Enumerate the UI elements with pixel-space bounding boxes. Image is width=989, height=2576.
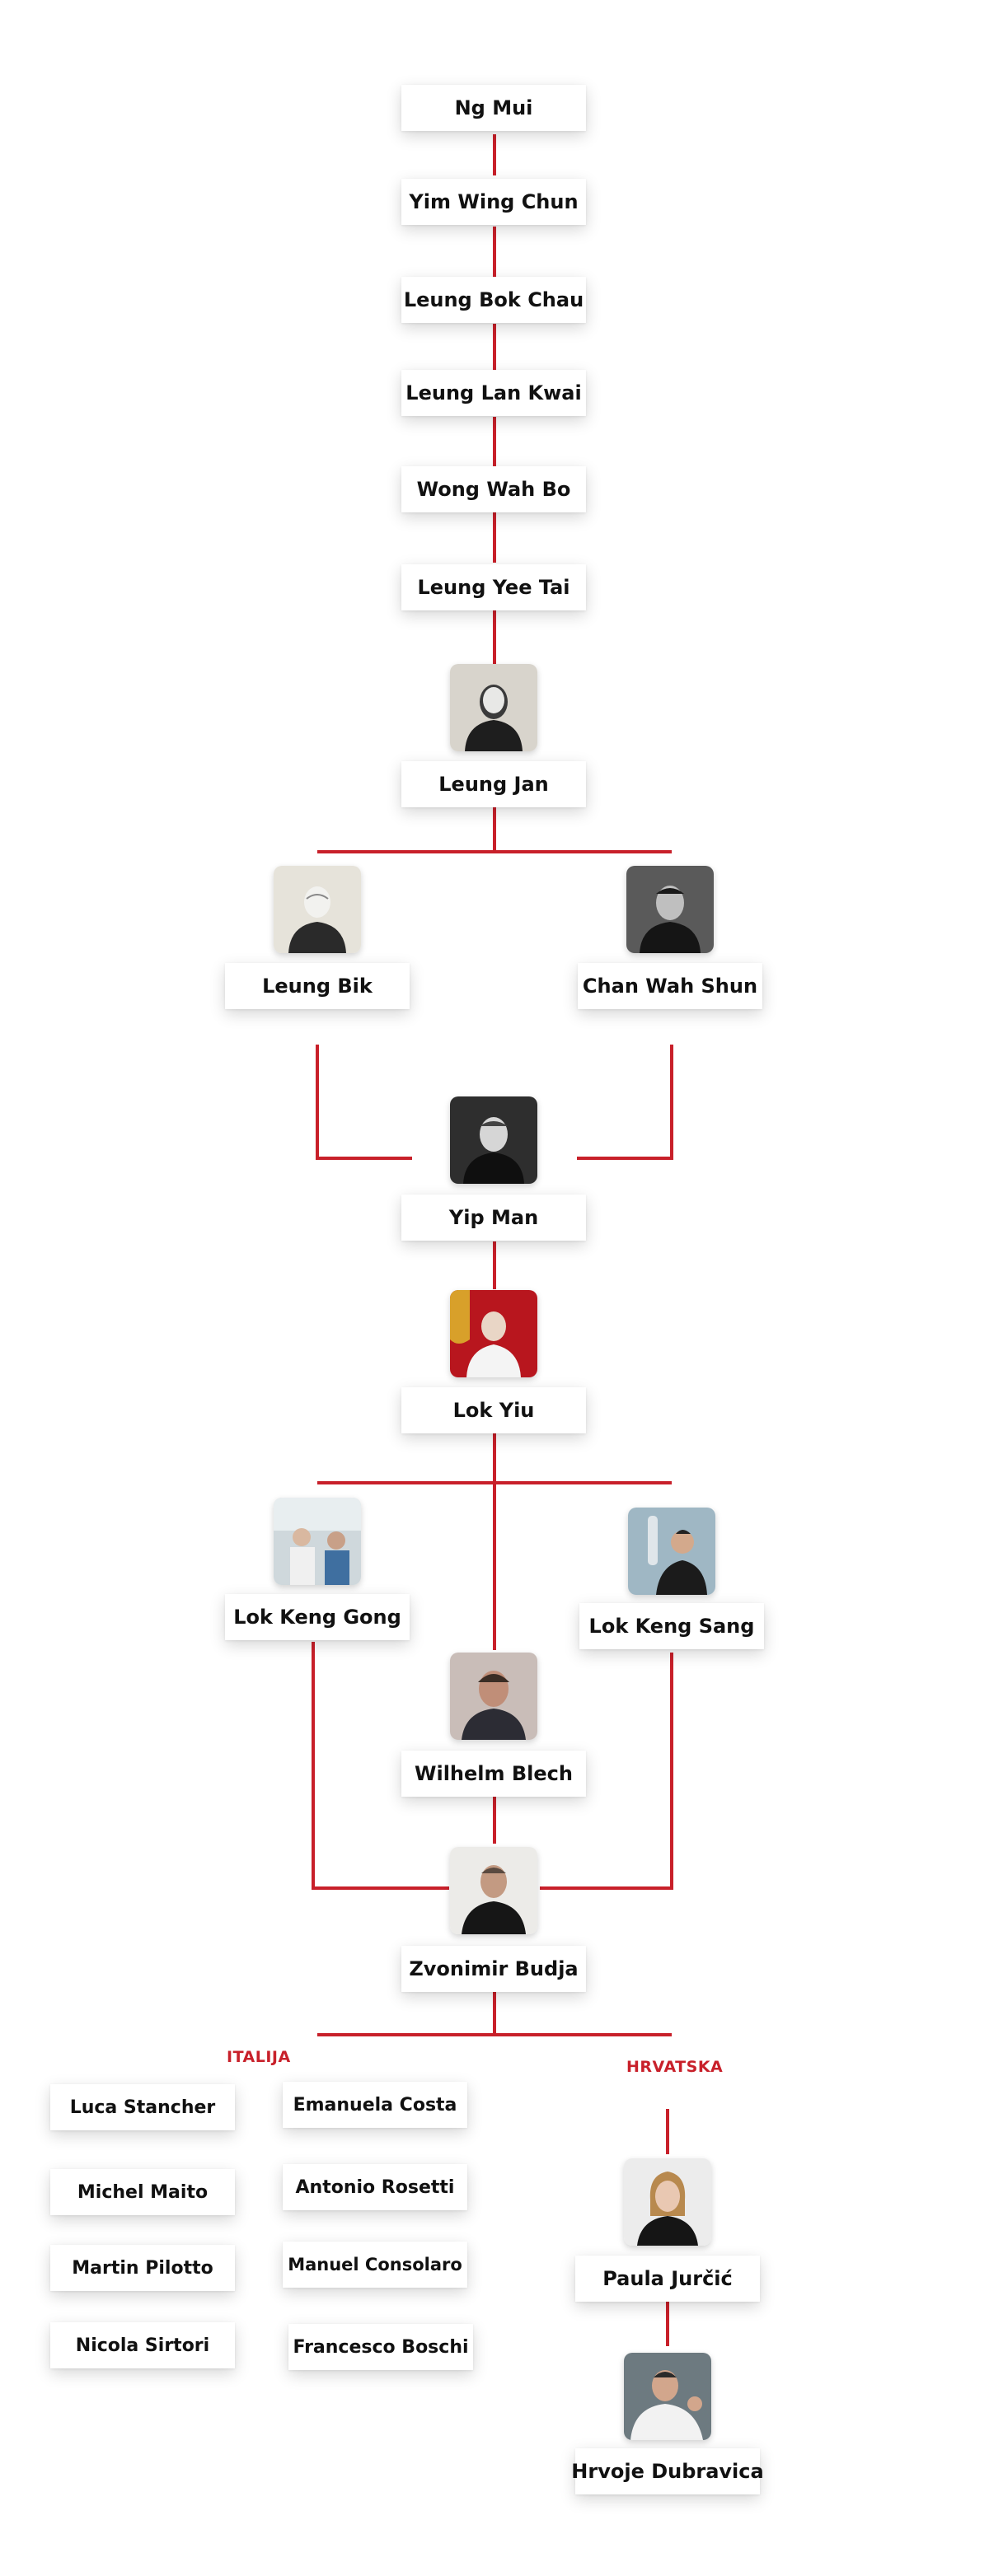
region-label-italija: ITALIJA xyxy=(227,2048,291,2066)
node-leung-yee-tai: Leung Yee Tai xyxy=(401,564,586,610)
node-wong-wah-bo: Wong Wah Bo xyxy=(401,466,586,512)
node-nicola-sirtori: Nicola Sirtori xyxy=(50,2322,235,2368)
node-paula-jurcic: Paula Jurčić xyxy=(575,2256,760,2302)
node-leung-bok-chau: Leung Bok Chau xyxy=(401,277,586,323)
node-wilhelm-blech: Wilhelm Blech xyxy=(401,1751,586,1797)
node-chan-wah-shun: Chan Wah Shun xyxy=(578,963,762,1009)
zvonimir-budja-photo xyxy=(450,1847,537,1934)
node-leung-bik: Leung Bik xyxy=(225,963,410,1009)
region-label-hrvatska: HRVATSKA xyxy=(626,2058,724,2076)
node-lok-keng-sang: Lok Keng Sang xyxy=(579,1603,764,1649)
leung-jan-photo xyxy=(450,664,537,751)
node-hrvoje-dubravica: Hrvoje Dubravica xyxy=(571,2448,764,2494)
lok-keng-sang-photo xyxy=(628,1508,715,1595)
node-manuel-consolaro: Manuel Consolaro xyxy=(283,2242,467,2288)
wilhelm-blech-photo xyxy=(450,1653,537,1740)
node-luca-stancher: Luca Stancher xyxy=(50,2084,235,2130)
chan-wah-shun-photo xyxy=(626,866,714,953)
node-leung-lan-kwai: Leung Lan Kwai xyxy=(401,370,586,416)
lok-keng-gong-photo xyxy=(274,1498,361,1585)
hrvoje-dubravica-photo xyxy=(624,2353,711,2440)
paula-jurcic-photo xyxy=(624,2158,711,2246)
node-leung-jan: Leung Jan xyxy=(401,761,586,807)
node-emanuela-costa: Emanuela Costa xyxy=(283,2082,467,2128)
yip-man-photo xyxy=(450,1096,537,1184)
lok-yiu-photo xyxy=(450,1290,537,1377)
node-ng-mui: Ng Mui xyxy=(401,85,586,131)
node-yip-man: Yip Man xyxy=(401,1194,586,1241)
leung-bik-photo xyxy=(274,866,361,953)
node-antonio-rosetti: Antonio Rosetti xyxy=(283,2164,467,2210)
node-lok-keng-gong: Lok Keng Gong xyxy=(225,1594,410,1640)
node-martin-pilotto: Martin Pilotto xyxy=(50,2245,235,2291)
node-zvonimir-budja: Zvonimir Budja xyxy=(401,1946,586,1992)
node-francesco-boschi: Francesco Boschi xyxy=(288,2324,473,2370)
node-lok-yiu: Lok Yiu xyxy=(401,1387,586,1433)
node-yim-wing-chun: Yim Wing Chun xyxy=(401,179,586,225)
node-michel-maito: Michel Maito xyxy=(50,2169,235,2215)
